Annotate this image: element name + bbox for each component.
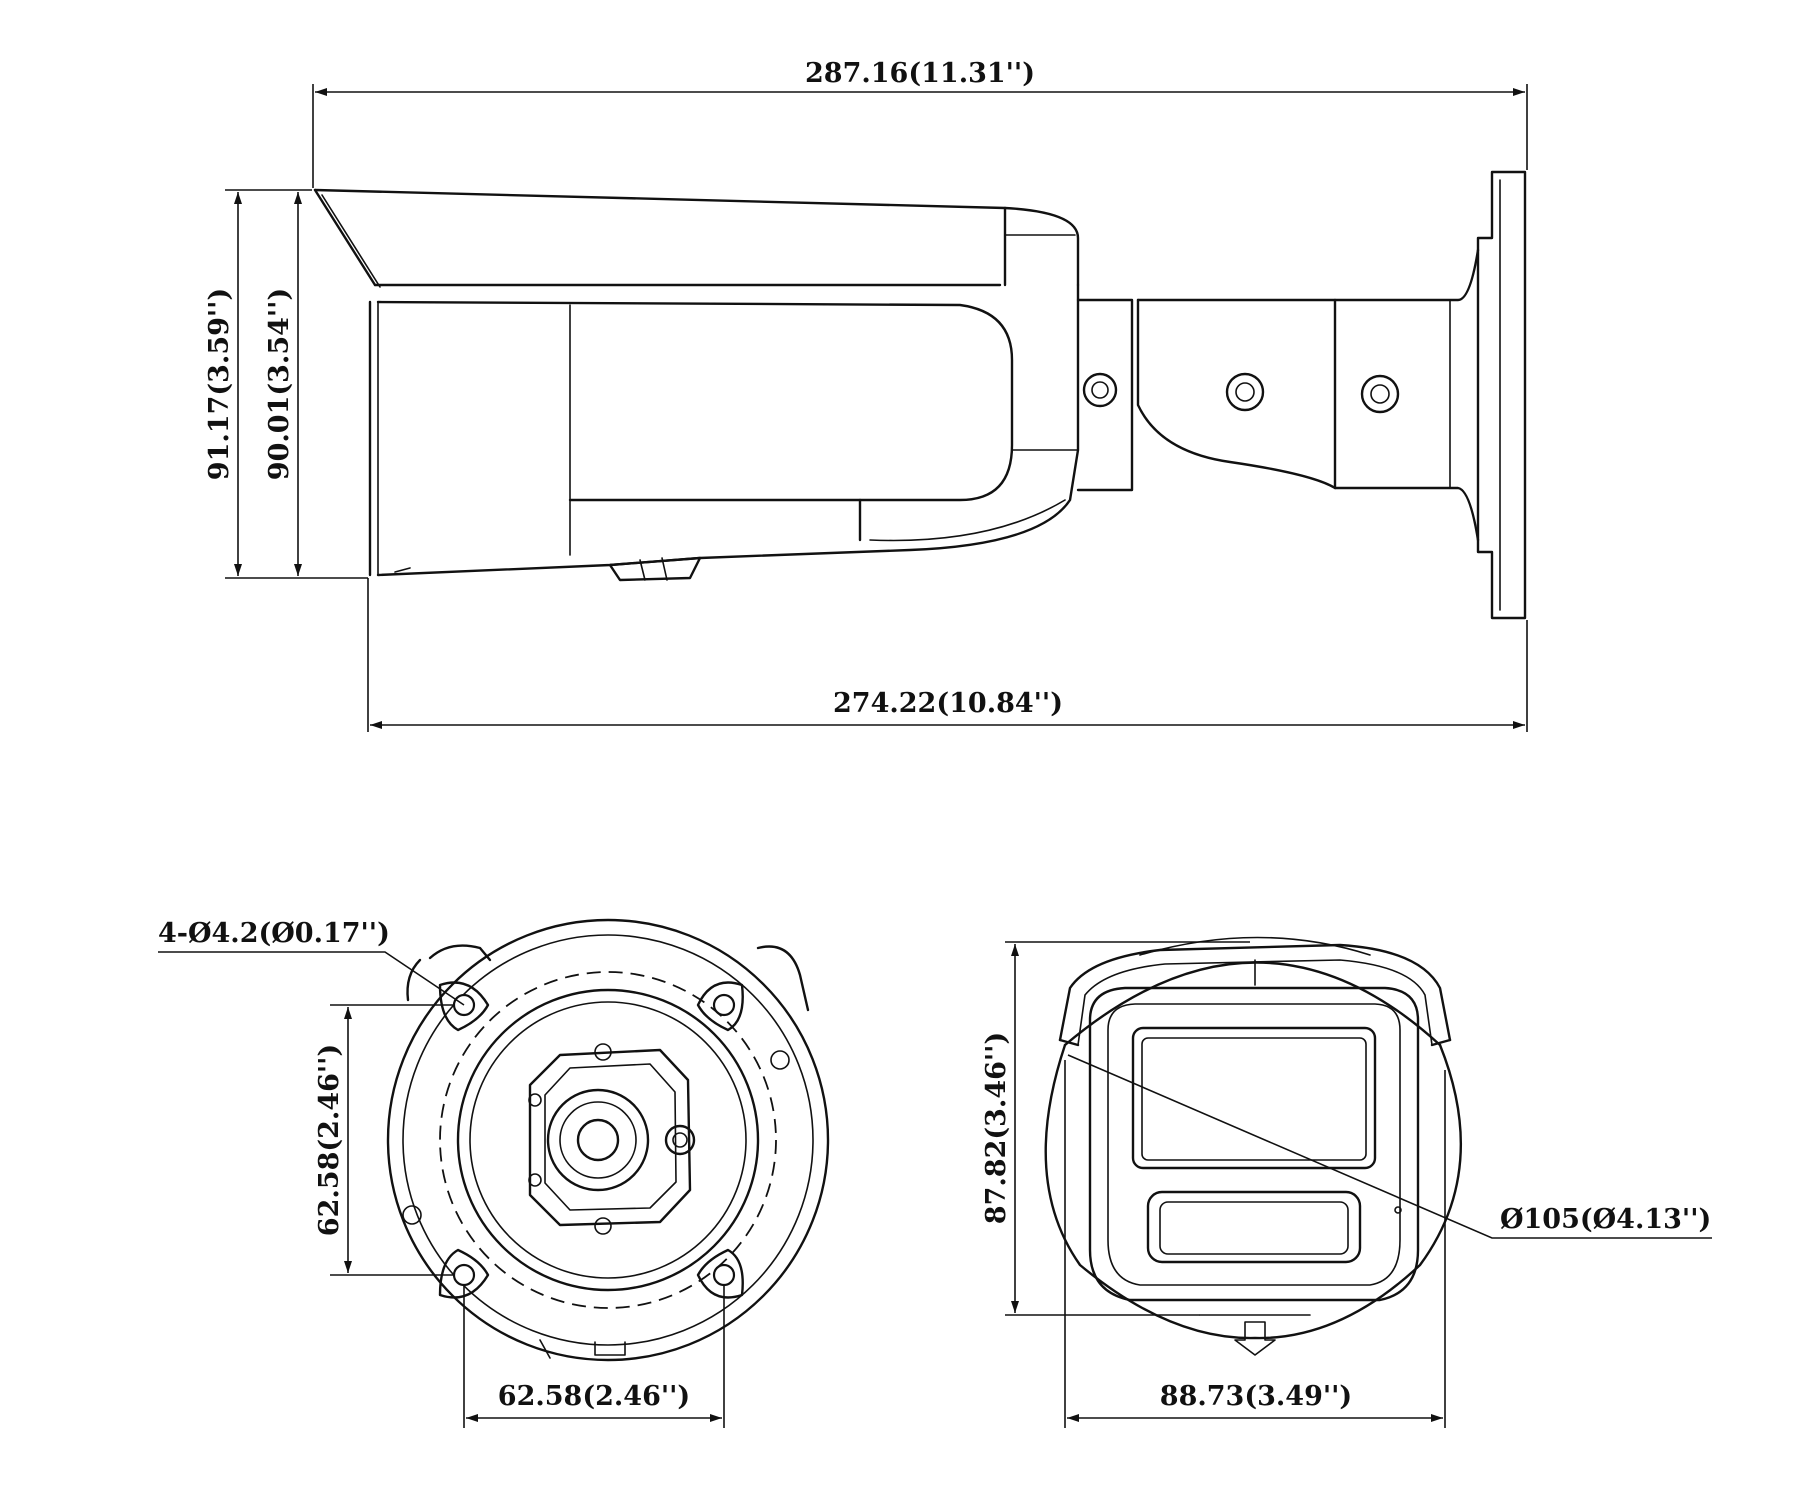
hole-spacing-vertical-label: 62.58(2.46'') — [314, 1044, 345, 1236]
front-width-label: 88.73(3.49'') — [1160, 1381, 1352, 1412]
body-height-label: 90.01(3.54'') — [264, 288, 295, 480]
side-view — [313, 170, 1527, 620]
rear-view — [386, 918, 830, 1362]
diameter-label: Ø105(Ø4.13'') — [1500, 1204, 1711, 1235]
total-height-label: 91.17(3.59'') — [204, 288, 235, 480]
overall-length-label: 287.16(11.31'') — [805, 58, 1035, 89]
rear-view-dimensions: 4-Ø4.2(Ø0.17'') 62.58(2.46'') 62.58(2.46… — [158, 918, 725, 1428]
side-view-dimensions: 287.16(11.31'') 274.22(10.84'') 91.17(3.… — [204, 58, 1528, 732]
body-length-label: 274.22(10.84'') — [833, 688, 1063, 719]
front-view-dimensions: 87.82(3.46'') 88.73(3.49'') Ø105(Ø4.13''… — [981, 941, 1712, 1428]
hole-spacing-horizontal-label: 62.58(2.46'') — [498, 1381, 690, 1412]
mount-holes-label: 4-Ø4.2(Ø0.17'') — [158, 918, 390, 949]
front-view — [1044, 936, 1462, 1356]
front-height-label: 87.82(3.46'') — [981, 1032, 1012, 1224]
